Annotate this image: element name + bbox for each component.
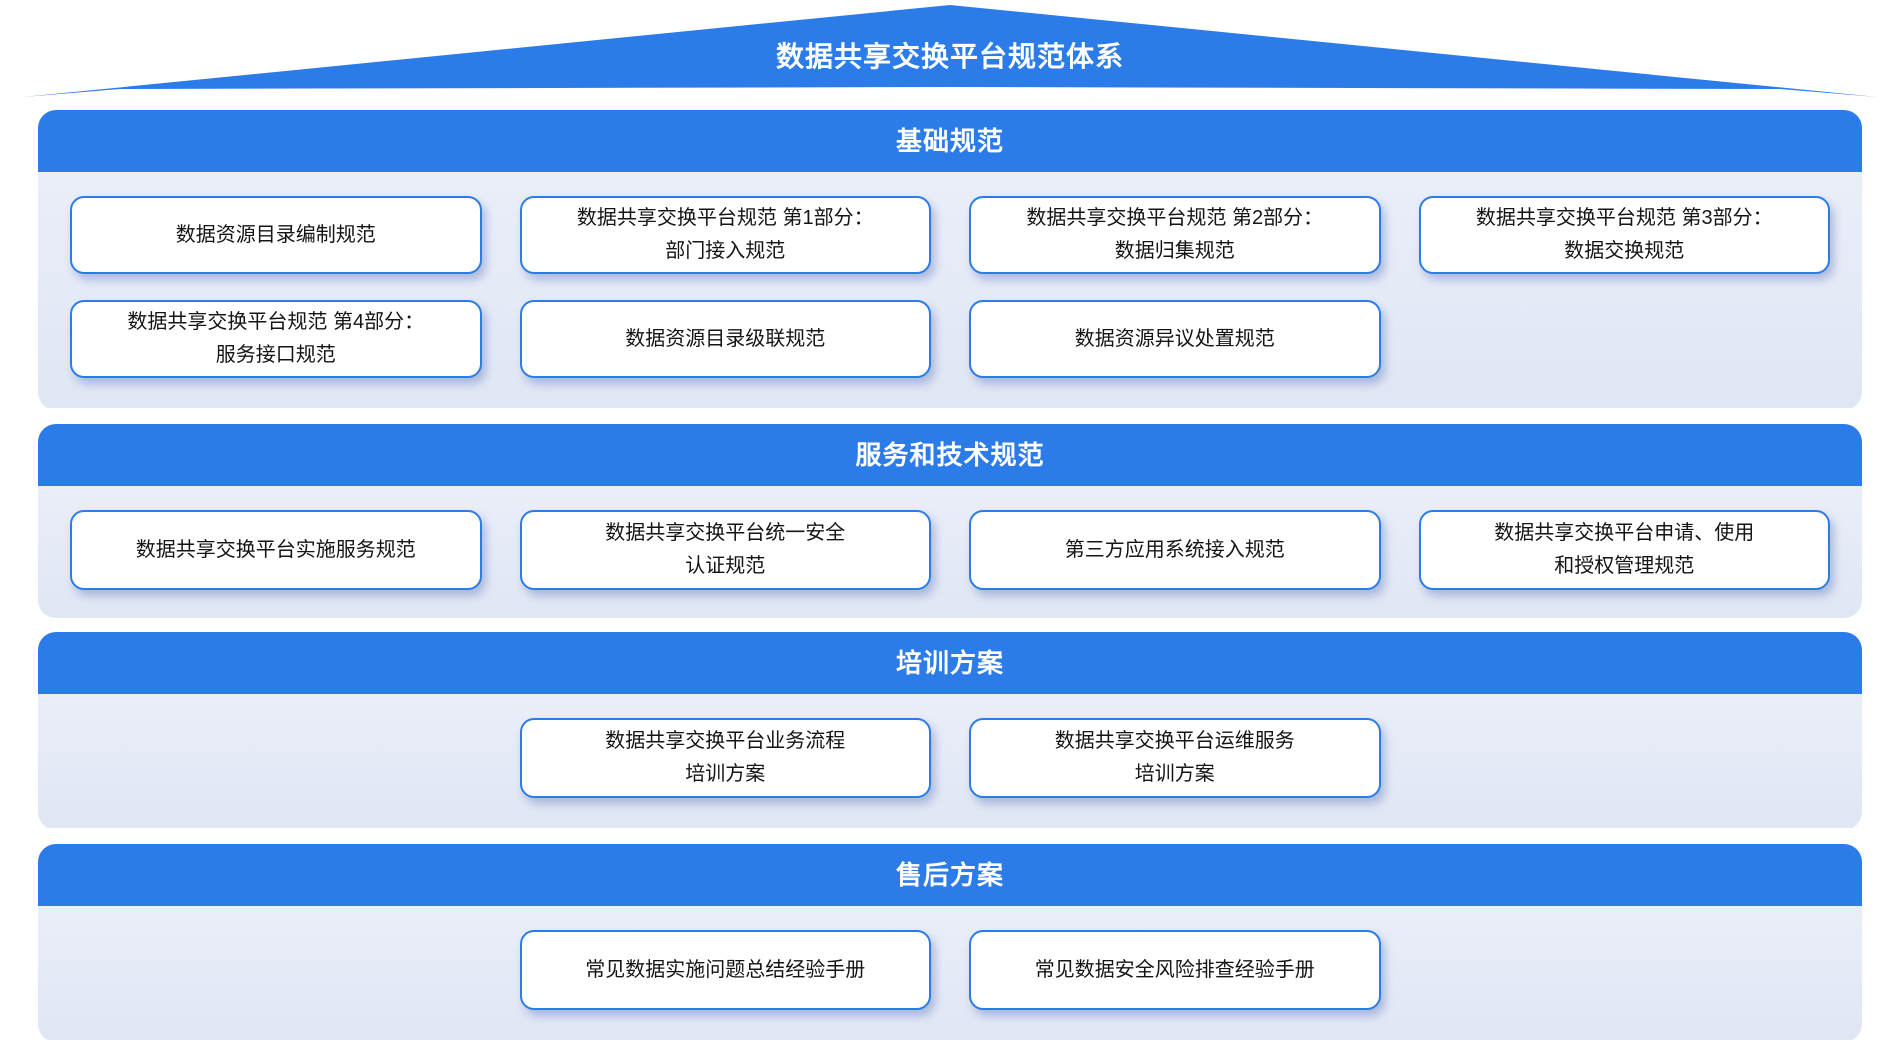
spec-card: 数据资源目录级联规范 bbox=[519, 300, 931, 378]
spec-card: 数据共享交换平台运维服务 培训方案 bbox=[969, 718, 1381, 798]
diagram-title: 数据共享交换平台规范体系 bbox=[775, 41, 1124, 72]
card-text: 数据归集规范 bbox=[1114, 240, 1235, 262]
spec-card: 数据资源目录编制规范 bbox=[70, 196, 482, 274]
card-text: 常见数据安全风险排查经验手册 bbox=[1034, 958, 1315, 981]
section-title: 基础规范 bbox=[38, 110, 1862, 172]
card-text: 数据资源目录编制规范 bbox=[175, 223, 376, 246]
card-text: 常见数据实施问题总结经验手册 bbox=[585, 958, 866, 981]
card-text: 数据共享交换平台申请、使用 bbox=[1494, 522, 1755, 544]
card-text: 数据共享交换平台运维服务 bbox=[1054, 730, 1295, 752]
card-text: 数据资源异议处置规范 bbox=[1074, 327, 1275, 350]
section-title: 售后方案 bbox=[38, 844, 1862, 906]
spec-card: 数据共享交换平台申请、使用 和授权管理规范 bbox=[1418, 510, 1830, 590]
card-text: 数据共享交换平台规范 第4部分： bbox=[127, 311, 425, 333]
section-body: 数据共享交换平台业务流程 培训方案 数据共享交换平台运维服务 培训方案 bbox=[38, 694, 1862, 828]
section-training-plans: 培训方案 数据共享交换平台业务流程 培训方案 数据共享交换平台运维服务 培训方案 bbox=[38, 632, 1862, 830]
section-body: 数据资源目录编制规范 数据共享交换平台规范 第1部分： 部门接入规范 数据共享交… bbox=[38, 172, 1862, 408]
section-title: 服务和技术规范 bbox=[38, 424, 1862, 486]
spec-card: 数据共享交换平台规范 第1部分： 部门接入规范 bbox=[519, 196, 931, 274]
card-text: 部门接入规范 bbox=[665, 240, 786, 262]
spec-card: 第三方应用系统接入规范 bbox=[969, 510, 1381, 590]
card-text: 第三方应用系统接入规范 bbox=[1064, 538, 1285, 561]
card-text: 数据共享交换平台实施服务规范 bbox=[135, 538, 416, 561]
section-service-tech-specs: 服务和技术规范 数据共享交换平台实施服务规范 数据共享交换平台统一安全 认证规范… bbox=[38, 424, 1862, 618]
card-text: 服务接口规范 bbox=[215, 344, 336, 366]
spec-card: 数据共享交换平台规范 第4部分： 服务接口规范 bbox=[70, 300, 482, 378]
section-body: 数据共享交换平台实施服务规范 数据共享交换平台统一安全 认证规范 第三方应用系统… bbox=[38, 486, 1862, 618]
spec-card: 数据共享交换平台规范 第3部分： 数据交换规范 bbox=[1418, 196, 1830, 274]
section-foundation-specs: 基础规范 数据资源目录编制规范 数据共享交换平台规范 第1部分： 部门接入规范 … bbox=[38, 110, 1862, 410]
spec-card: 常见数据安全风险排查经验手册 bbox=[969, 930, 1381, 1010]
card-text: 数据共享交换平台业务流程 bbox=[605, 730, 846, 752]
card-text: 数据资源目录级联规范 bbox=[625, 327, 826, 350]
card-text: 培训方案 bbox=[685, 763, 766, 785]
roof: 数据共享交换平台规范体系 bbox=[0, 0, 1900, 100]
card-text: 数据共享交换平台统一安全 bbox=[605, 522, 846, 544]
section-aftersales-plans: 售后方案 常见数据实施问题总结经验手册 常见数据安全风险排查经验手册 bbox=[38, 844, 1862, 1042]
card-text: 数据共享交换平台规范 第2部分： bbox=[1026, 207, 1324, 229]
section-title: 培训方案 bbox=[38, 632, 1862, 694]
card-text: 和授权管理规范 bbox=[1554, 555, 1695, 577]
roof-shape bbox=[23, 5, 1877, 97]
spec-card: 数据共享交换平台实施服务规范 bbox=[70, 510, 482, 590]
card-text: 认证规范 bbox=[685, 555, 766, 577]
card-text: 数据交换规范 bbox=[1564, 240, 1685, 262]
spec-card: 数据共享交换平台业务流程 培训方案 bbox=[519, 718, 931, 798]
section-body: 常见数据实施问题总结经验手册 常见数据安全风险排查经验手册 bbox=[38, 906, 1862, 1040]
card-text: 数据共享交换平台规范 第3部分： bbox=[1475, 207, 1773, 229]
spec-card: 常见数据实施问题总结经验手册 bbox=[519, 930, 931, 1010]
spec-card: 数据共享交换平台统一安全 认证规范 bbox=[519, 510, 931, 590]
card-text: 培训方案 bbox=[1134, 763, 1215, 785]
card-text: 数据共享交换平台规范 第1部分： bbox=[576, 207, 874, 229]
spec-card: 数据资源异议处置规范 bbox=[969, 300, 1381, 378]
spec-card: 数据共享交换平台规范 第2部分： 数据归集规范 bbox=[969, 196, 1381, 274]
